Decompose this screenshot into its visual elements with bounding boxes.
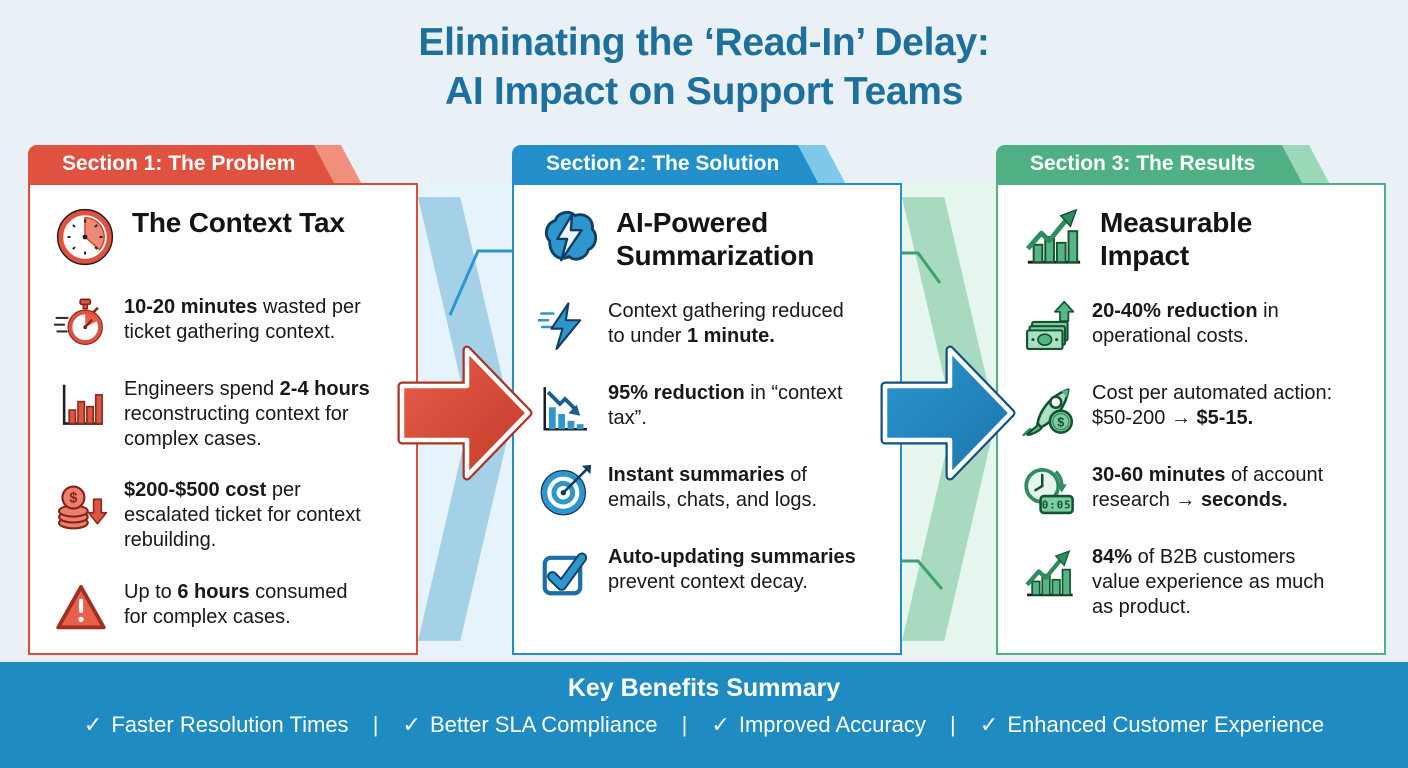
section-3-heading: Measurable Impact (1100, 207, 1253, 272)
section-2-body: AI-Powered Summarization Context gatheri… (512, 183, 902, 655)
result-item-4: 84% of B2B customers value experience as… (1022, 545, 1372, 619)
section-3-banner-bg (996, 145, 1276, 183)
footer-title: Key Benefits Summary (567, 674, 841, 702)
section-1-heading: The Context Tax (132, 207, 345, 238)
section-2-banner-label: Section 2: The Solution (546, 152, 780, 175)
solution-item-2-text: 95% reduction in “context tax”. (608, 382, 843, 429)
stopwatch-icon (54, 298, 103, 345)
solution-item-4-text: Auto-updating summaries prevent context … (608, 546, 856, 593)
solution-item-1-text: Context gathering reduced to under 1 min… (608, 300, 844, 347)
result-item-4-text: 84% of B2B customers value experience as… (1092, 546, 1325, 618)
section-3-banner-label: Section 3: The Results (1030, 152, 1256, 175)
clock-display-text: 0:05 (1042, 499, 1072, 512)
section-3-card: Section 3: The Results Measurable Impact (996, 145, 1386, 655)
benefit-separator: | (681, 712, 688, 737)
section-3-banner: Section 3: The Results (996, 145, 1386, 183)
problem-item-1-text: 10-20 minutes wasted per ticket gatherin… (124, 296, 361, 343)
brain-bolt-icon (544, 210, 598, 262)
connector-line-green (902, 251, 944, 590)
check-icon: ✓ (402, 712, 421, 737)
problem-item-3-text: $200-$500 cost per escalated ticket for … (124, 479, 361, 551)
svg-text:$: $ (1057, 416, 1064, 430)
result-item-3: 0:05 30-60 minutes of account research →… (1022, 463, 1372, 518)
coins-down-arrow-icon: $ (58, 485, 108, 530)
section-3-body: Measurable Impact 20-40% reduction in op… (996, 183, 1386, 655)
flow-arrow-blue (880, 345, 1016, 481)
section-1-banner-label: Section 1: The Problem (62, 152, 296, 175)
problem-item-4: Up to 6 hours consumed for complex cases… (54, 580, 404, 635)
problem-item-4-text: Up to 6 hours consumed for complex cases… (124, 580, 348, 628)
solution-item-3-text: Instant summaries of emails, chats, and … (608, 464, 817, 511)
section-2-banner-bg (512, 145, 792, 183)
checkbox-check-icon (542, 552, 588, 596)
benefit-label-3: Improved Accuracy (738, 712, 926, 737)
problem-item-1: 10-20 minutes wasted per ticket gatherin… (54, 295, 404, 350)
growth-chart-icon (1025, 550, 1073, 597)
benefit-item-2: ✓ Better SLA Compliance (403, 712, 658, 737)
solution-item-1: Context gathering reduced to under 1 min… (538, 299, 888, 354)
result-item-2-text: Cost per automated action: $50-200 → $5-… (1092, 382, 1333, 429)
svg-text:$: $ (69, 491, 77, 507)
page-title-line2: AI Impact on Support Teams (444, 70, 964, 114)
clock-timer-icon: 0:05 (1024, 468, 1074, 515)
declining-chart-icon (543, 387, 587, 431)
page-title: Eliminating the ‘Read-In’ Delay: AI Impa… (0, 18, 1408, 116)
problem-item-2-text: Engineers spend 2-4 hours reconstructing… (124, 378, 370, 450)
result-item-2: $ Cost per automated action: $50-200 → $… (1022, 381, 1372, 437)
warning-triangle-icon (56, 584, 106, 630)
benefit-item-3: ✓ Improved Accuracy (711, 712, 926, 737)
solution-item-4: Auto-updating summaries prevent context … (538, 545, 888, 600)
target-icon (540, 464, 592, 516)
result-item-1-text: 20-40% reduction in operational costs. (1092, 300, 1279, 347)
rocket-dollar-icon: $ (1022, 388, 1074, 437)
result-item-3-text: 30-60 minutes of account research → seco… (1092, 464, 1324, 511)
section-2-heading: AI-Powered Summarization (616, 207, 815, 272)
check-icon: ✓ (711, 712, 730, 737)
benefit-separator: | (950, 712, 956, 737)
result-item-1: 20-40% reduction in operational costs. (1022, 299, 1372, 354)
clock-icon (56, 208, 114, 266)
problem-item-3: $ $200-$500 cost per escalated ticket fo… (54, 478, 404, 552)
section-1-body: The Context Tax 10-20 minutes wasted (28, 183, 418, 655)
bar-chart-icon (62, 384, 103, 425)
benefits-row: ✓ Faster Resolution Times | ✓ Better SLA C… (0, 712, 1408, 738)
flow-arrow-red (397, 345, 533, 481)
solution-item-3: Instant summaries of emails, chats, and … (538, 463, 888, 518)
solution-item-2: 95% reduction in “context tax”. (538, 381, 888, 436)
section-2-banner: Section 2: The Solution (512, 145, 902, 183)
growth-chart-icon (1025, 208, 1081, 264)
section-2-card: Section 2: The Solution AI-Powered Summa… (512, 145, 902, 655)
benefit-separator: | (372, 712, 379, 737)
section-1-card: Section 1: The Problem The Context Tax (28, 145, 418, 655)
benefit-label-2: Better SLA Compliance (429, 712, 658, 737)
benefit-label-1: Faster Resolution Times (111, 712, 349, 737)
footer-banner: Key Benefits Summary ✓ Faster Resolution … (0, 662, 1408, 768)
benefit-item-4: ✓ Enhanced Customer Experience (980, 712, 1324, 737)
speed-bolt-icon (538, 302, 582, 351)
section-1-banner: Section 1: The Problem (28, 145, 418, 183)
check-icon: ✓ (979, 712, 999, 737)
money-up-arrow-icon (1026, 300, 1075, 351)
benefit-label-4: Enhanced Customer Experience (1007, 712, 1325, 737)
section-1-banner-bg (28, 145, 308, 183)
connector-line-blue (448, 249, 512, 316)
benefit-item-1: ✓ Faster Resolution Times (84, 712, 349, 737)
problem-item-2: Engineers spend 2-4 hours reconstructing… (54, 377, 404, 451)
check-icon: ✓ (83, 712, 103, 737)
page-title-line1: Eliminating the ‘Read-In’ Delay: (418, 21, 990, 64)
